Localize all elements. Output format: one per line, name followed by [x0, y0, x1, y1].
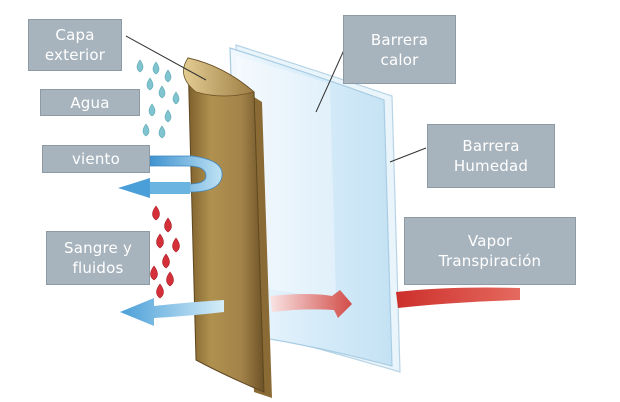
label-outer-layer: Capa exterior [28, 19, 122, 71]
label-outer-layer-line2: exterior [44, 46, 106, 64]
label-heat-barrier-line2: calor [380, 50, 419, 69]
outer-layer-panel [187, 57, 265, 393]
wind-arrow [118, 155, 223, 198]
heat-barrier-layer [229, 47, 393, 367]
label-blood-fluids-line1: Sangre y [63, 239, 133, 257]
deflected-flow-arrow [120, 298, 224, 326]
label-moisture-barrier: Barrera Humedad [427, 124, 555, 188]
label-vapor-line2: Transpiración [438, 252, 542, 270]
label-heat-barrier-line1: Barrera [370, 30, 429, 49]
water-drops [136, 59, 180, 139]
label-heat-barrier: Barrera calor [343, 15, 456, 84]
label-moisture-barrier-line1: Barrera [462, 137, 520, 155]
label-blood-fluids-line2: fluidos [72, 259, 124, 277]
label-blood-fluids: Sangre y fluidos [46, 231, 150, 285]
label-water: Agua [40, 89, 140, 116]
pointer-heat-barrier [315, 49, 345, 113]
label-water-text: Agua [70, 93, 110, 112]
outer-layer-curl [183, 57, 255, 97]
pointer-outer-layer [125, 35, 207, 81]
label-vapor-line1: Vapor [467, 232, 513, 250]
label-vapor: Vapor Transpiración [404, 217, 576, 285]
blood-drops [150, 205, 180, 299]
pointer-moisture-barrier [389, 147, 427, 163]
label-outer-layer-line1: Capa [55, 26, 95, 44]
label-moisture-barrier-line2: Humedad [453, 157, 529, 175]
label-wind: viento [42, 145, 150, 173]
label-wind-text: viento [71, 150, 121, 168]
vapor-arrow-inner [270, 290, 352, 318]
vapor-arrow-outer [396, 287, 520, 308]
